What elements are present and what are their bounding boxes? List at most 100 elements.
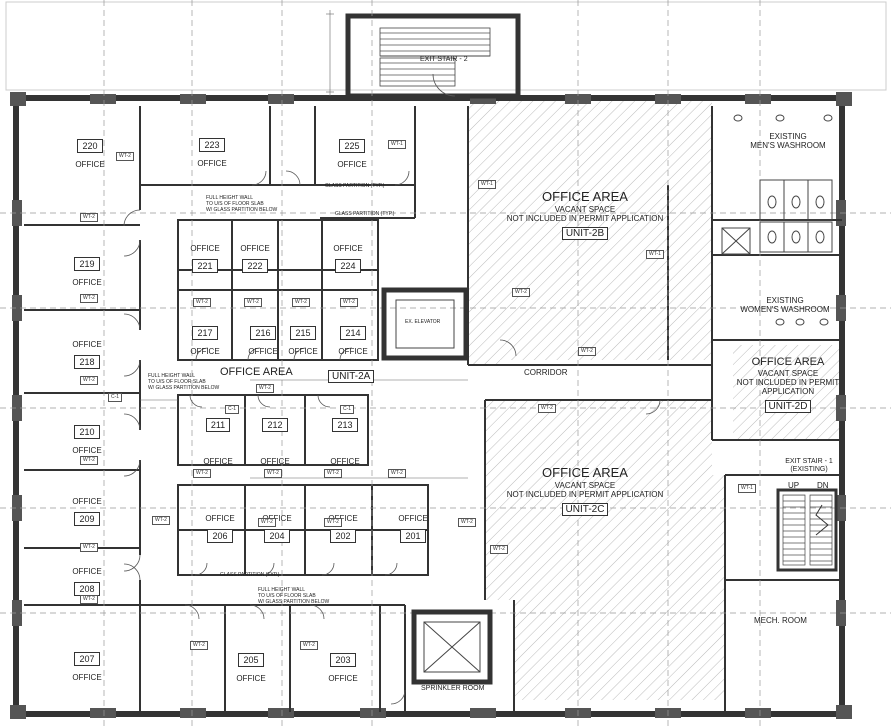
note-line3: W/ GLASS PARTITION BELOW: [206, 206, 278, 213]
room-number: 222: [242, 259, 268, 273]
room-name: OFFICE: [197, 159, 227, 168]
room-number: 221: [192, 259, 218, 273]
vacant-hatch-areas: [468, 100, 840, 700]
room-name: OFFICE: [72, 497, 102, 506]
room-222: OFFICE 222: [230, 238, 280, 274]
unit-2c-line1: VACANT SPACE: [554, 480, 616, 490]
note-full-height-wall-bottom: FULL HEIGHT WALL TO U/S OF FLOOR SLAB W/…: [258, 587, 330, 605]
room-name: OFFICE: [72, 567, 102, 576]
elevator-south: [411, 609, 493, 685]
room-number: 209: [74, 512, 100, 526]
note-glass-partition-2: GLASS PARTITION (TYP.): [335, 211, 395, 217]
note-line1: FULL HEIGHT WALL: [148, 373, 196, 379]
wall-tag: WT-2: [490, 545, 508, 554]
wall-tag: WT-2: [80, 213, 98, 222]
unit-2b-label: UNIT-2B: [561, 227, 609, 241]
unit-2b-title: OFFICE AREA: [542, 189, 628, 204]
room-name: OFFICE: [72, 278, 102, 287]
exit-stair-1-line1: EXIT STAIR - 1: [785, 458, 833, 465]
room-name: OFFICE: [75, 160, 105, 169]
room-name: OFFICE: [240, 244, 270, 253]
room-210: 210 OFFICE: [57, 422, 117, 458]
room-202: OFFICE 202: [318, 508, 368, 544]
unit-2b-block: OFFICE AREA VACANT SPACE NOT INCLUDED IN…: [505, 189, 665, 241]
exit-stair-2-label: EXIT STAIR - 2: [420, 56, 468, 63]
room-name: OFFICE: [72, 446, 102, 455]
unit-2d-line3: APPLICATION: [761, 387, 815, 397]
note-line2: TO U/S OF FLOOR SLAB: [206, 200, 264, 207]
wall-tag: WT-2: [324, 518, 342, 527]
womens-line1: EXISTING: [766, 296, 804, 305]
room-212: 212 OFFICE: [250, 415, 300, 469]
wall-tag: WT-2: [512, 288, 530, 297]
room-name: OFFICE: [260, 457, 290, 466]
sprinkler-room-label: SPRINKLER ROOM: [421, 685, 485, 692]
room-number: 219: [74, 257, 100, 271]
wall-tag: C-1: [340, 405, 355, 414]
note-glass-partition-1: GLASS PARTITION (TYP.): [325, 183, 385, 189]
room-number: 214: [340, 326, 366, 340]
room-number: 210: [74, 425, 100, 439]
room-number: 224: [335, 259, 361, 273]
room-number: 205: [238, 653, 264, 667]
room-number: 223: [199, 138, 225, 152]
background-outline: [5, 1, 887, 91]
room-209: OFFICE 209: [57, 491, 117, 527]
wall-tag: WT-2: [190, 641, 208, 650]
room-213: 213 OFFICE: [320, 415, 370, 469]
unit-2b-line1: VACANT SPACE: [554, 204, 616, 214]
room-217: 217 OFFICE: [180, 323, 230, 359]
unit-2c-title: OFFICE AREA: [542, 465, 628, 480]
room-208: OFFICE 208: [57, 561, 117, 597]
note-line2: TO U/S OF FLOOR SLAB: [148, 378, 206, 385]
unit-2d-label: UNIT-2D: [764, 400, 812, 414]
stair-down-label: DN: [817, 481, 829, 490]
room-name: OFFICE: [288, 347, 318, 356]
wall-tag: WT-1: [388, 140, 406, 149]
room-name: OFFICE: [72, 673, 102, 682]
room-220: 220 OFFICE: [60, 136, 120, 172]
wall-tag: WT-2: [458, 518, 476, 527]
womens-washroom-label: EXISTING WOMEN'S WASHROOM: [730, 296, 840, 314]
wall-tag: WT-2: [80, 543, 98, 552]
wall-tag: WT-2: [324, 469, 342, 478]
room-name: OFFICE: [203, 457, 233, 466]
note-line1: FULL HEIGHT WALL: [206, 195, 254, 201]
note-line3: W/ GLASS PARTITION BELOW: [258, 598, 330, 605]
room-name: OFFICE: [337, 160, 367, 169]
wall-tag: WT-2: [256, 384, 274, 393]
room-name: OFFICE: [338, 347, 368, 356]
room-name: OFFICE: [190, 347, 220, 356]
wall-tag: WT-2: [300, 641, 318, 650]
note-glass-partition-3: GLASS PARTITION (TYP.): [220, 572, 280, 578]
unit-2b-line2: NOT INCLUDED IN PERMIT APPLICATION: [506, 214, 664, 224]
room-name: OFFICE: [190, 244, 220, 253]
exit-stair-2: [345, 13, 521, 99]
mech-room-label: MECH. ROOM: [754, 616, 807, 625]
wall-tag: WT-1: [646, 250, 664, 259]
room-207: 207 OFFICE: [57, 649, 117, 685]
room-name: OFFICE: [205, 514, 235, 523]
wall-tag: WT-2: [578, 347, 596, 356]
note-line3: W/ GLASS PARTITION BELOW: [148, 384, 220, 391]
wall-tag: WT-2: [116, 152, 134, 161]
note-full-height-wall-left: FULL HEIGHT WALL TO U/S OF FLOOR SLAB W/…: [148, 373, 220, 391]
room-number: 203: [330, 653, 356, 667]
room-name: OFFICE: [330, 457, 360, 466]
wall-tag: C-1: [108, 393, 123, 402]
wall-tag: WT-2: [193, 469, 211, 478]
womens-line2: WOMEN'S WASHROOM: [740, 305, 830, 315]
room-name: OFFICE: [236, 674, 266, 683]
elevator-existing: [381, 287, 469, 361]
wall-tag: WT-2: [80, 456, 98, 465]
room-number: 212: [262, 418, 288, 432]
room-name: OFFICE: [398, 514, 428, 523]
room-204: OFFICE 204: [252, 508, 302, 544]
room-number: 215: [290, 326, 316, 340]
mens-line2: MEN'S WASHROOM: [750, 141, 826, 151]
note-line1: FULL HEIGHT WALL: [258, 587, 306, 593]
unit-2a-title: OFFICE AREA: [220, 366, 293, 378]
note-full-height-wall-top: FULL HEIGHT WALL TO U/S OF FLOOR SLAB W/…: [206, 195, 278, 213]
unit-2d-line1: VACANT SPACE: [757, 368, 819, 378]
room-number: 216: [250, 326, 276, 340]
